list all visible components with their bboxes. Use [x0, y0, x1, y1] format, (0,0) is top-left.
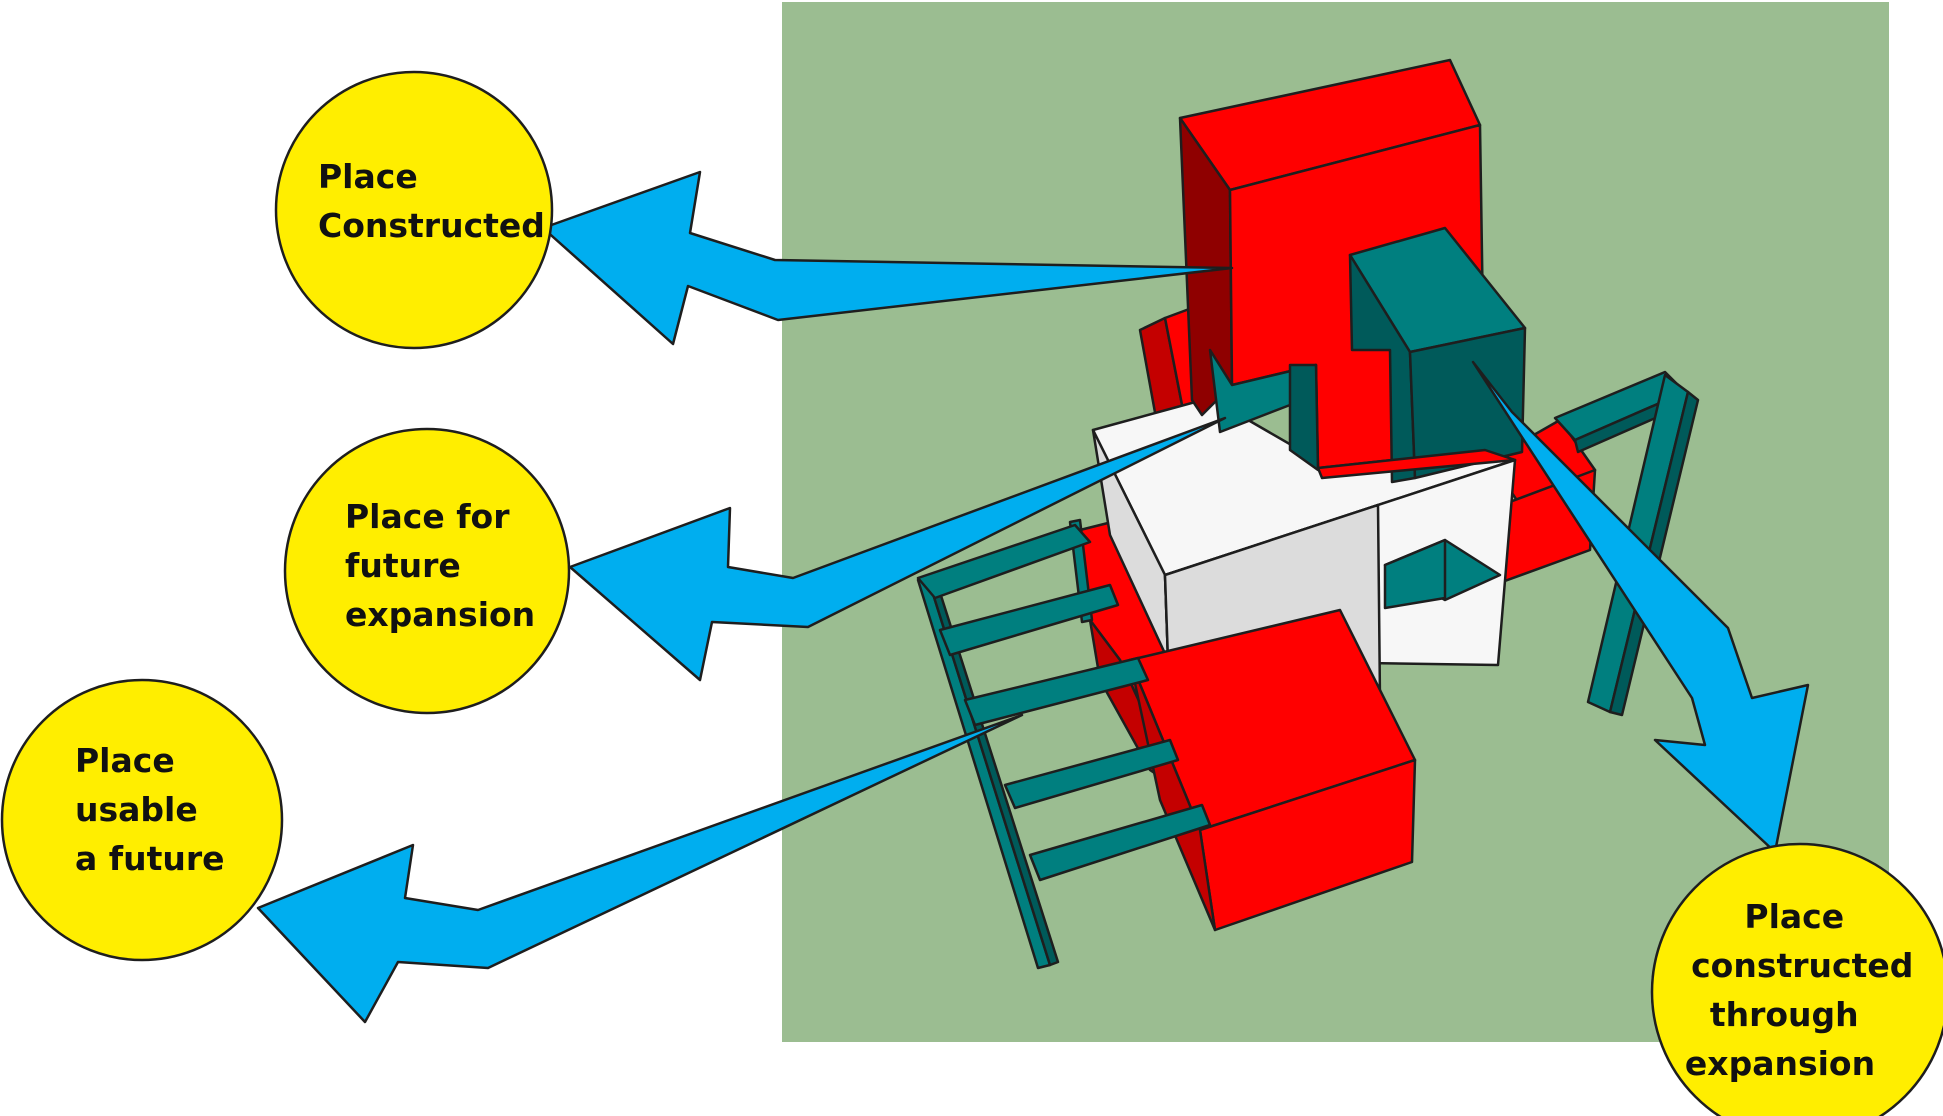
callout-usable-future: Place usable a future: [0, 678, 284, 962]
building-model: [916, 58, 1700, 970]
stair-step-5: [1028, 803, 1212, 882]
stair-step-2: [938, 583, 1120, 657]
callout-constructed: Place Constructed: [274, 70, 554, 350]
callout-circle: [1650, 842, 1943, 1116]
stair-step-3: [963, 656, 1150, 727]
callout-text: Place constructed through expansion: [1685, 897, 1925, 1083]
callout-text: Place Constructed: [318, 157, 545, 245]
callout-text: Place usable a future: [75, 741, 225, 878]
callout-circle: [274, 70, 554, 350]
teal-notch-side: [1288, 363, 1320, 472]
callout-line: Place: [75, 741, 175, 780]
callout-line: expansion: [1685, 1044, 1875, 1083]
callout-line: Place for: [345, 497, 510, 536]
callout-line: a future: [75, 839, 225, 878]
teal-upper-block-front: [1408, 326, 1527, 480]
stair-step-4: [1003, 738, 1180, 810]
callout-line: through: [1710, 995, 1859, 1034]
callout-circle: [283, 427, 571, 715]
teal-box-front-face: [1383, 538, 1447, 610]
callout-through-expansion: Place constructed through expansion: [1650, 842, 1943, 1116]
callout-line: Place: [318, 157, 418, 196]
teal-stairs: [916, 518, 1212, 970]
callout-line: constructed: [1691, 946, 1913, 985]
callout-arrows: [256, 170, 1810, 1024]
callout-circle: [0, 678, 284, 962]
callout-line: future: [345, 546, 461, 585]
arrow-to-usable-future: [256, 713, 1024, 1024]
callout-line: Constructed: [318, 206, 545, 245]
callout-future-expansion: Place for future expansion: [283, 427, 571, 715]
callout-line: expansion: [345, 595, 535, 634]
arrow-to-through-expansion: [1471, 360, 1810, 854]
red-ledge: [1316, 448, 1517, 480]
callout-line: usable: [75, 790, 198, 829]
callout-text: Place for future expansion: [345, 497, 535, 634]
callout-line: Place: [1744, 897, 1844, 936]
stair-step-1: [916, 523, 1092, 600]
